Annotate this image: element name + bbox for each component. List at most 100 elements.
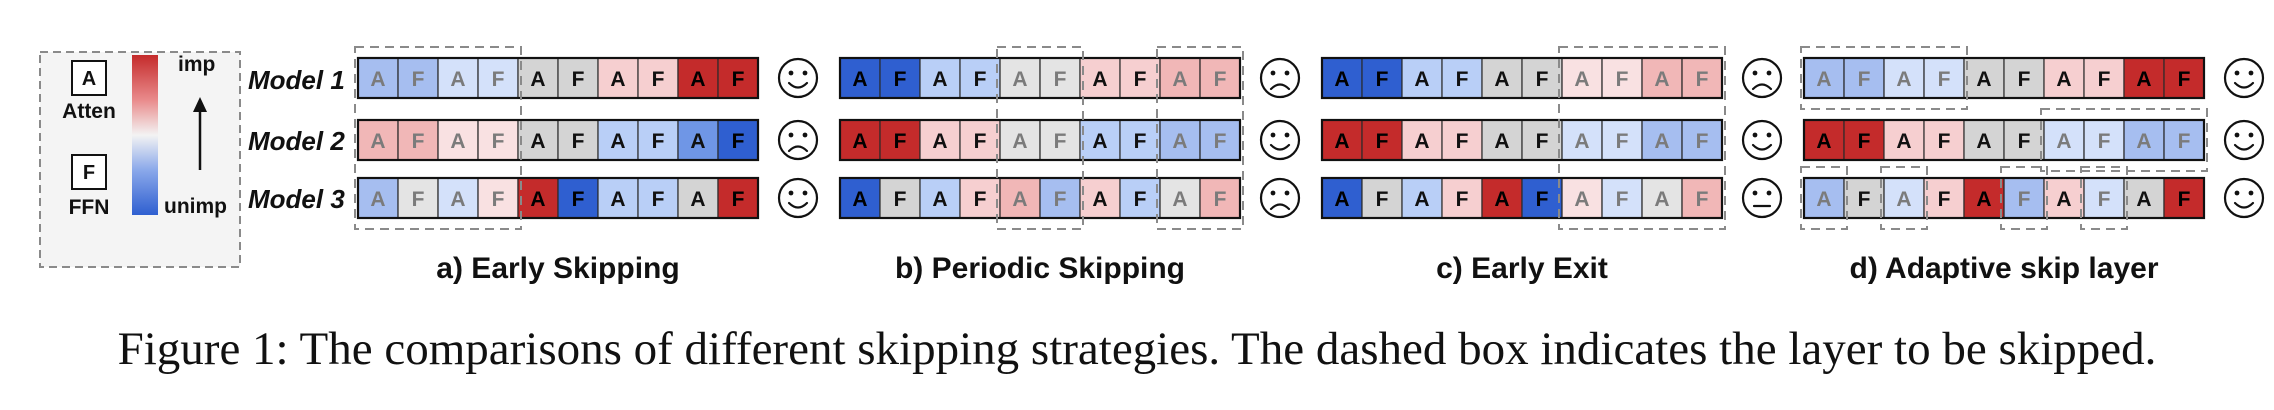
layer-cell-label-p2-r3-c10: F [1214, 188, 1227, 211]
layer-cell-label-p2-r3-c3: A [932, 188, 947, 211]
layer-cell-label-p4-r1-c9: A [2136, 68, 2151, 91]
layer-cell-p1-r1-c3 [437, 57, 479, 99]
model-label-2: Model 2 [248, 126, 345, 156]
layer-cell-label-p2-r2-c7: A [1092, 130, 1107, 153]
panel-title-2: b) Periodic Skipping [895, 252, 1185, 285]
layer-cell-label-p4-r1-c5: A [1976, 68, 1991, 91]
layer-cell-label-p2-r1-c4: F [974, 68, 987, 91]
skip-dashed-box-p3-1 [1558, 46, 1726, 230]
face-outline [1259, 57, 1301, 99]
layer-cell-label-p3-r1-c5: A [1494, 68, 1509, 91]
unimp-label: unimp [164, 195, 227, 218]
layer-cell-label-p2-r2-c3: A [932, 130, 947, 153]
face-outline [2223, 177, 2265, 219]
layer-cell-label-p4-r3-c10: F [2178, 188, 2191, 211]
happy-face-icon-p4-r3 [2223, 177, 2265, 219]
layer-cell-p1-r2-c4 [477, 119, 519, 161]
layer-row-border-p3-r1 [1320, 56, 1724, 100]
layer-cell-label-p4-r3-c2: F [1858, 188, 1871, 211]
layer-cell-p1-r1-c8 [637, 57, 679, 99]
face-right-eye [1284, 132, 1290, 138]
layer-cell-label-p3-r3-c5: A [1494, 188, 1509, 211]
layer-cell-label-p1-r2-c2: F [412, 130, 425, 153]
layer-cell-label-p1-r1-c7: A [610, 68, 625, 91]
skip-dashed-box-p4-3 [1800, 166, 1848, 230]
layer-cell-label-p3-r1-c3: A [1414, 68, 1429, 91]
face-left-eye [2234, 190, 2240, 196]
face-mouth [2233, 81, 2255, 89]
layer-cell-label-p1-r1-c3: A [450, 68, 465, 91]
layer-cell-label-p4-r3-c3: A [1896, 188, 1911, 211]
face-mouth [787, 145, 809, 153]
importance-colorbar [132, 55, 158, 215]
layer-cell-p2-r2-c10 [1199, 119, 1241, 161]
layer-cell-label-p2-r2-c5: A [1012, 130, 1027, 153]
layer-row-border-p1-r1 [356, 56, 760, 100]
layer-cell-label-p1-r1-c10: F [732, 68, 745, 91]
layer-cell-label-p1-r1-c6: F [572, 68, 585, 91]
layer-cell-label-p1-r3-c8: F [652, 188, 665, 211]
model-label-1: Model 1 [248, 65, 345, 95]
layer-cell-p3-r1-c4 [1441, 57, 1483, 99]
importance-arrow-head [193, 97, 207, 112]
layer-cell-label-p4-r3-c8: F [2098, 188, 2111, 211]
face-right-eye [802, 132, 808, 138]
layer-cell-label-p1-r2-c10: F [732, 130, 745, 153]
layer-cell-label-p3-r3-c3: A [1414, 188, 1429, 211]
layer-cell-label-p1-r2-c3: A [450, 130, 465, 153]
face-mouth [1269, 203, 1291, 211]
layer-cell-label-p2-r1-c3: A [932, 68, 947, 91]
legend-ffn-letter: F [83, 162, 95, 184]
layer-cell-p4-r3-c2 [1843, 177, 1885, 219]
layer-cell-label-p2-r1-c10: F [1214, 68, 1227, 91]
layer-cell-label-p2-r2-c10: F [1214, 130, 1227, 153]
layer-cell-label-p4-r2-c6: F [2018, 130, 2031, 153]
layer-cell-label-p1-r3-c2: F [412, 188, 425, 211]
legend-attn-square [71, 60, 107, 96]
panel-title-1: a) Early Skipping [436, 252, 679, 285]
layer-cell-p3-r3-c10 [1681, 177, 1723, 219]
layer-cell-p4-r1-c5 [1963, 57, 2005, 99]
layer-cell-label-p4-r3-c6: F [2018, 188, 2031, 211]
layer-cell-label-p1-r3-c7: A [610, 188, 625, 211]
panel-title-3: c) Early Exit [1436, 252, 1608, 285]
layer-cell-label-p2-r3-c5: A [1012, 188, 1027, 211]
layer-cell-label-p3-r2-c4: F [1456, 130, 1469, 153]
layer-row-border-p4-r3 [1802, 176, 2206, 220]
face-right-eye [1766, 132, 1772, 138]
layer-cell-label-p3-r3-c8: F [1616, 188, 1629, 211]
face-mouth [1269, 83, 1291, 91]
face-outline [1259, 119, 1301, 161]
layer-cell-label-p2-r1-c2: F [894, 68, 907, 91]
face-outline [777, 57, 819, 99]
layer-cell-p1-r1-c9 [677, 57, 719, 99]
layer-cell-p3-r1-c8 [1601, 57, 1643, 99]
layer-cell-label-p2-r3-c7: A [1092, 188, 1107, 211]
sad-face-icon-p2-r1 [1259, 57, 1301, 99]
layer-cell-label-p3-r1-c2: F [1376, 68, 1389, 91]
layer-cell-label-p1-r3-c4: F [492, 188, 505, 211]
face-outline [1259, 177, 1301, 219]
layer-row-border-p4-r1 [1802, 56, 2206, 100]
layer-cell-label-p3-r3-c1: A [1334, 188, 1349, 211]
legend-attn-label: Atten [62, 100, 116, 123]
layer-cell-label-p1-r2-c8: F [652, 130, 665, 153]
layer-cell-label-p1-r1-c8: F [652, 68, 665, 91]
layer-cell-p3-r3-c3 [1401, 177, 1443, 219]
face-mouth [787, 201, 809, 209]
face-left-eye [2234, 132, 2240, 138]
layer-cell-p1-r2-c5 [517, 119, 559, 161]
layer-cell-label-p3-r2-c3: A [1414, 130, 1429, 153]
layer-cell-label-p4-r1-c3: A [1896, 68, 1911, 91]
layer-cell-label-p2-r2-c8: F [1134, 130, 1147, 153]
layer-cell-label-p2-r2-c2: F [894, 130, 907, 153]
layer-cell-label-p2-r2-c4: F [974, 130, 987, 153]
layer-cell-p1-r3-c1 [357, 177, 399, 219]
layer-cell-label-p1-r2-c1: A [370, 130, 385, 153]
layer-cell-label-p2-r2-c9: A [1172, 130, 1187, 153]
face-left-eye [1752, 70, 1758, 76]
layer-cell-p1-r1-c4 [477, 57, 519, 99]
layer-cell-p1-r3-c4 [477, 177, 519, 219]
layer-cell-p2-r2-c4 [959, 119, 1001, 161]
